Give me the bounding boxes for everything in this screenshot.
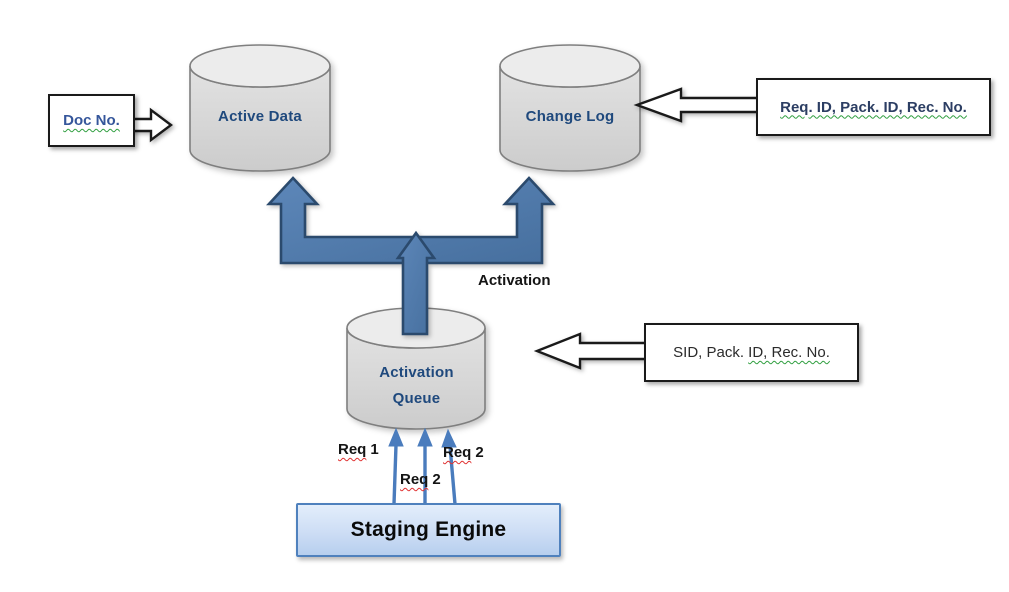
change-log-fields-text: Req. ID, Pack. ID, Rec. No. xyxy=(780,98,967,116)
activation-queue-fields-text-plain: SID, Pack. xyxy=(673,344,749,361)
req2-center-word: Req xyxy=(400,471,429,488)
activation-queue-label: Activation Queue xyxy=(348,360,485,412)
activation-queue-callout-arrow xyxy=(533,332,650,370)
activation-branch-arrow-shape xyxy=(266,176,556,265)
activation-branch-arrow xyxy=(266,176,556,336)
change-log-callout-arrow xyxy=(633,87,762,123)
staging-engine-box: Staging Engine xyxy=(296,503,561,557)
doc-no-callout: Doc No. xyxy=(48,94,135,147)
staging-request-arrows xyxy=(388,427,457,505)
req1-word: Req xyxy=(338,441,367,458)
req2-center-number: 2 xyxy=(432,471,441,488)
request-arrow-right-head xyxy=(441,428,457,448)
req2-right-word: Req xyxy=(443,444,472,461)
request-arrow-right-line xyxy=(448,445,457,505)
request-arrow-left-head xyxy=(388,427,404,447)
active-data-label: Active Data xyxy=(218,108,302,125)
req2-right-number: 2 xyxy=(475,444,484,461)
req1-number: 1 xyxy=(370,441,379,458)
activation-queue-cylinder xyxy=(346,307,486,430)
active-data-cylinder-top xyxy=(189,44,331,88)
activation-queue-fields-text-flagged: ID, Rec. No. xyxy=(748,344,830,361)
request-arrow-left-line xyxy=(392,444,398,505)
change-log-cylinder xyxy=(499,44,641,172)
staging-engine-label: Staging Engine xyxy=(350,518,507,541)
activation-queue-label-line2: Queue xyxy=(392,390,441,407)
activation-queue-label-line1: Activation xyxy=(379,364,454,381)
doc-no-callout-text: Doc No. xyxy=(63,112,120,129)
activation-stem-arrow xyxy=(395,230,437,336)
change-log-label: Change Log xyxy=(525,108,615,125)
activation-edge-label: Activation xyxy=(478,272,551,289)
change-log-fields-callout: Req. ID, Pack. ID, Rec. No. xyxy=(756,78,991,136)
change-log-cylinder-top xyxy=(499,44,641,88)
active-data-cylinder xyxy=(189,44,331,172)
request-arrow-center-head xyxy=(417,427,433,447)
activation-queue-fields-callout: SID, Pack. ID, Rec. No. xyxy=(644,323,859,382)
